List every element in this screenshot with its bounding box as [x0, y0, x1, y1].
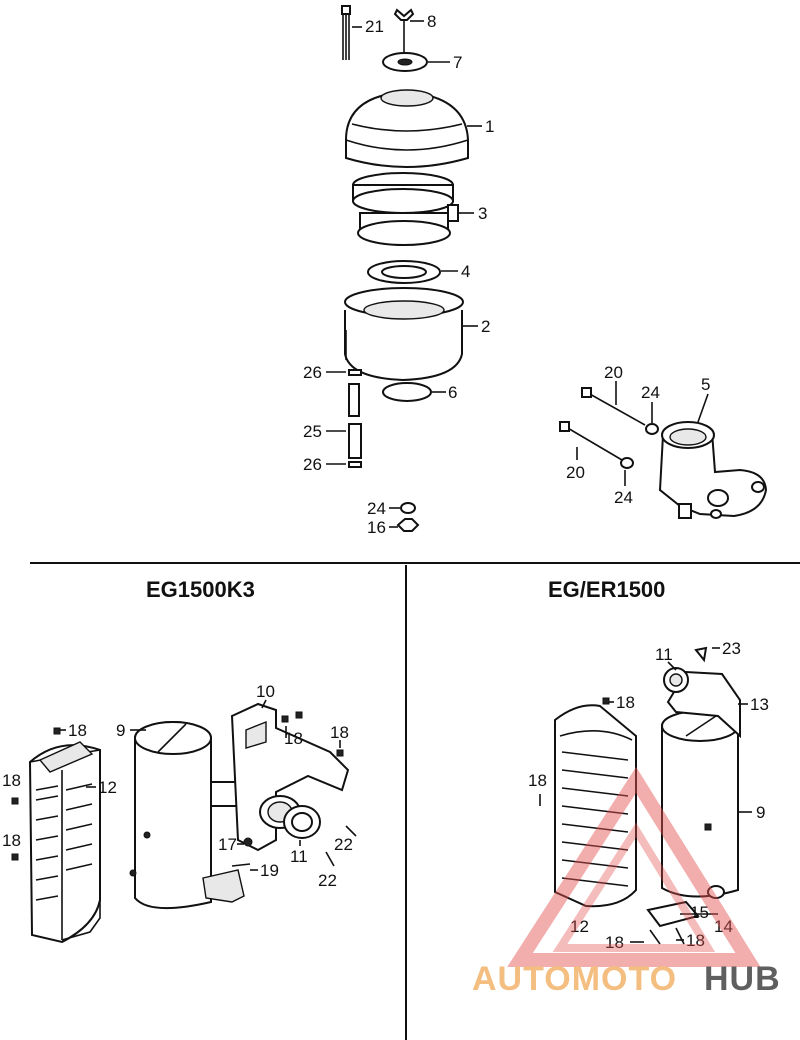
callout-left-11: 11: [290, 847, 308, 866]
callout-24-lower: 24: [614, 488, 633, 507]
callout-left-19: 19: [260, 861, 279, 880]
callout-left-18-bracket: 18: [284, 729, 303, 748]
callout-left-12: 12: [98, 778, 117, 797]
watermark-text-automoto: AUTOMOTO: [472, 960, 677, 998]
callout-26-upper: 26: [303, 363, 322, 382]
callout-24-upper: 24: [641, 383, 660, 402]
watermark-logo: AUTOMOTO HUB: [472, 766, 781, 998]
callout-right-18-top: 18: [616, 693, 635, 712]
callout-right-13: 13: [750, 695, 769, 714]
muffler-body-9: [129, 721, 252, 910]
callout-left-18-right: 18: [330, 723, 349, 742]
gasket-4: [367, 260, 441, 284]
callout-4: 4: [461, 262, 470, 281]
callout-20-lower: 20: [566, 463, 585, 482]
callout-20-upper: 20: [604, 363, 623, 382]
callout-left-9: 9: [116, 721, 125, 740]
callout-24-bottom: 24: [367, 499, 386, 518]
callout-right-23: 23: [722, 639, 741, 658]
top-callouts: 21 8 7 1 3 4 2 6 26 25 26 24 16 20 24 5 …: [303, 12, 710, 537]
callout-right-18-br: 18: [686, 931, 705, 950]
callout-left-18-mid: 18: [2, 771, 21, 790]
callout-right-14: 14: [714, 917, 733, 936]
callout-8: 8: [427, 12, 436, 31]
left-callouts: 18 18 18 12 9 10 18 18 17 11 22 19 22: [2, 682, 353, 890]
muffler-protector-12-right: [554, 697, 637, 908]
muffler-eg1500k3: [11, 702, 357, 944]
small-parts: [396, 502, 420, 532]
watermark-text-hub: HUB: [704, 960, 781, 998]
callout-26-lower: 26: [303, 455, 322, 474]
air-cleaner-assembly: [341, 5, 768, 532]
callout-right-11: 11: [655, 645, 673, 664]
callout-right-15: 15: [690, 903, 709, 922]
callout-left-18-low: 18: [2, 831, 21, 850]
air-cleaner-case-2: [344, 287, 464, 382]
callout-1: 1: [485, 117, 494, 136]
callout-right-9: 9: [756, 803, 765, 822]
callout-25: 25: [303, 422, 322, 441]
callout-left-22-lower: 22: [318, 871, 337, 890]
exhaust-bracket-10: [230, 702, 357, 867]
muffler-body-9-right: [661, 710, 739, 899]
section-title-right: EG/ER1500: [548, 577, 665, 602]
callout-right-18-left: 18: [528, 771, 547, 790]
callout-7: 7: [453, 53, 462, 72]
callout-left-22-upper: 22: [334, 835, 353, 854]
callout-2: 2: [481, 317, 490, 336]
callout-5: 5: [701, 375, 710, 394]
right-callouts: 11 23 13 18 18 9 12 15 14 18 18: [528, 639, 769, 952]
muffler-protector-12: [11, 727, 101, 944]
filter-element-3: [352, 172, 459, 246]
callout-left-17: 17: [218, 835, 237, 854]
bolt-21: [341, 5, 351, 60]
callout-21: 21: [365, 17, 384, 36]
air-cleaner-cover-1: [345, 89, 469, 168]
clamp-14-15: [646, 900, 700, 945]
elbow-5-assembly: [559, 387, 768, 519]
wing-nut-8: [393, 8, 415, 52]
callout-right-12: 12: [570, 917, 589, 936]
muffler-eg-er1500: [554, 646, 741, 945]
washer-7: [382, 52, 428, 72]
callout-3: 3: [478, 204, 487, 223]
callout-16: 16: [367, 518, 386, 537]
muffler-bracket-13: [663, 646, 741, 739]
callout-right-18-bl: 18: [605, 933, 624, 952]
tube-set: [348, 369, 362, 468]
callout-left-10: 10: [256, 682, 275, 701]
section-title-left: EG1500K3: [146, 577, 255, 602]
callout-left-18-top: 18: [68, 721, 87, 740]
callout-6: 6: [448, 383, 457, 402]
gasket-6: [382, 382, 432, 402]
